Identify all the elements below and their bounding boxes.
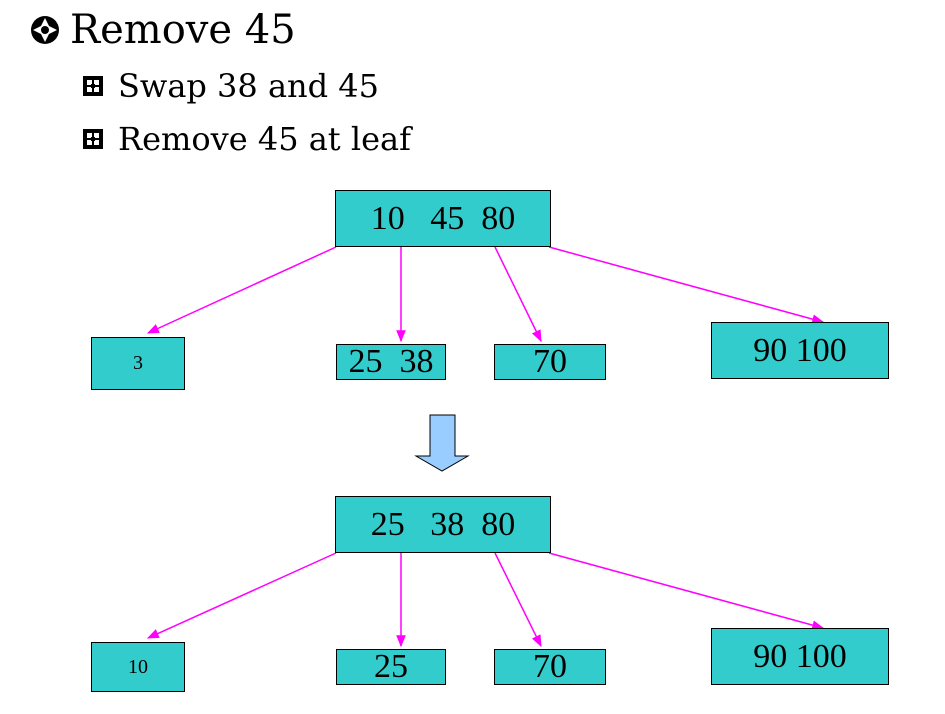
transition-arrow — [414, 414, 470, 472]
before-root-node: 10 45 80 — [335, 190, 551, 247]
edge-before-root-to-child-1 — [146, 246, 337, 334]
before-leaf-4: 90 100 — [711, 322, 889, 379]
before-leaf-1: 3 — [91, 337, 185, 390]
edge-after-root-to-child-4 — [548, 552, 825, 630]
edge-after-root-to-child-3 — [494, 552, 542, 648]
edges-before — [146, 246, 825, 343]
edges-after — [146, 552, 825, 648]
after-leaf-2: 25 — [336, 648, 446, 685]
step-swap-text: Swap 38 and 45 — [118, 67, 379, 105]
after-leaf-4: 90 100 — [711, 628, 889, 685]
before-leaf-2: 25 38 — [336, 343, 446, 380]
crosshair-bullet-icon — [31, 16, 59, 44]
before-leaf-3: 70 — [494, 343, 606, 380]
step-remove-text: Remove 45 at leaf — [118, 120, 411, 158]
step-remove: Remove 45 at leaf — [82, 117, 411, 161]
after-root-node: 25 38 80 — [335, 496, 551, 553]
after-leaf-3: 70 — [494, 648, 606, 685]
after-leaf-1: 10 — [91, 642, 185, 692]
heading-bullet: Remove 45 — [30, 4, 296, 56]
square-bullet-icon — [83, 76, 103, 96]
square-bullet-icon — [83, 129, 103, 149]
edge-after-root-to-child-1 — [146, 552, 337, 639]
edge-before-root-to-child-4 — [548, 246, 825, 324]
edge-before-root-to-child-3 — [494, 246, 542, 343]
step-swap: Swap 38 and 45 — [82, 64, 379, 108]
heading-text: Remove 45 — [70, 7, 296, 53]
